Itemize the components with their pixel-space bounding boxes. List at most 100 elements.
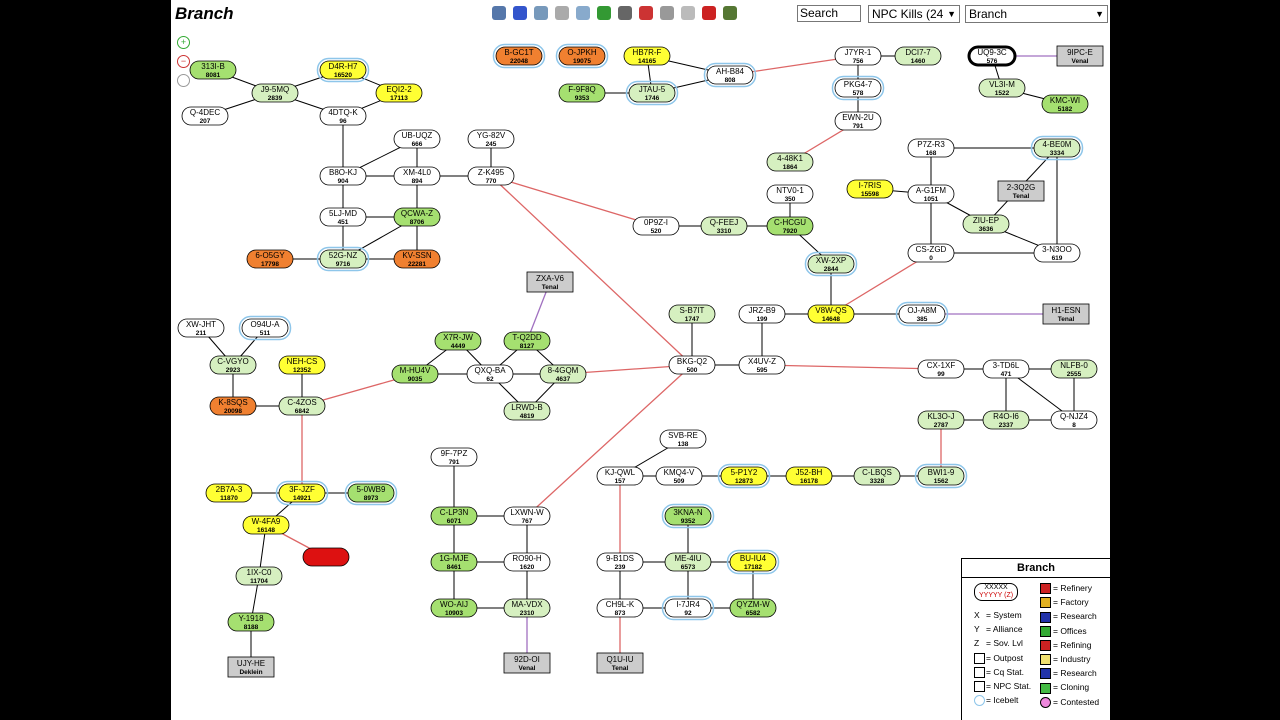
grid-icon[interactable] [492,6,506,20]
moon-icon[interactable] [618,6,632,20]
system-node[interactable] [302,547,350,567]
back-icon[interactable] [513,6,527,20]
image-icon[interactable] [723,6,737,20]
region-select[interactable]: Branch ▼ [965,5,1108,23]
zoom-in-icon[interactable]: + [177,36,190,49]
planet-icon[interactable] [597,6,611,20]
system-node[interactable]: 4DTQ-K96 [319,106,367,126]
pdf-icon[interactable] [702,6,716,20]
npc-kills-select[interactable]: NPC Kills (24 ▼ [868,5,960,23]
pin-icon[interactable] [639,6,653,20]
cube-icon[interactable] [660,6,674,20]
search-button[interactable]: Search [797,5,861,22]
calendar-icon[interactable] [534,6,548,20]
